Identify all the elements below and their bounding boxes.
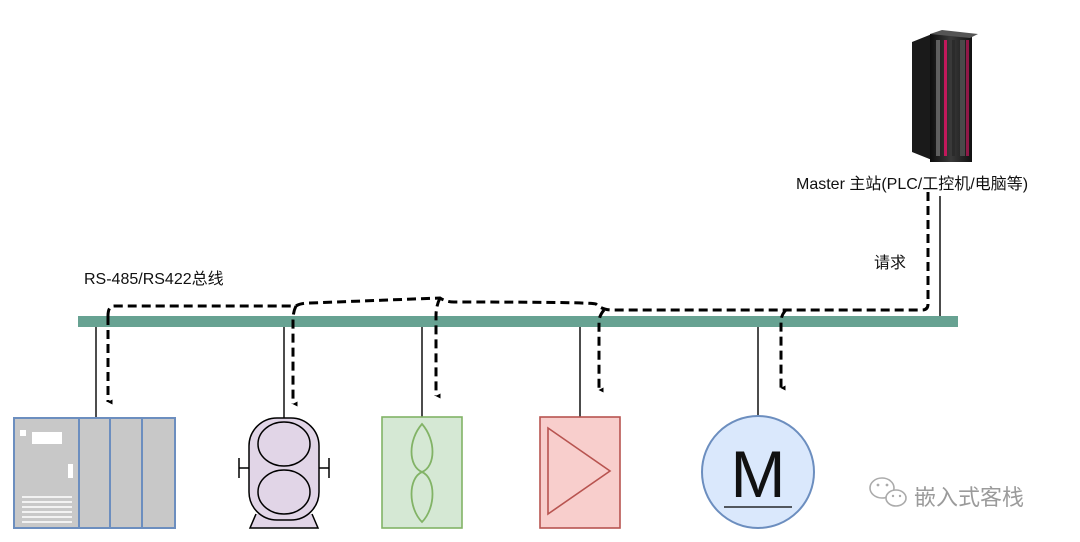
server-tower-icon xyxy=(912,30,978,162)
server-accent-stripe xyxy=(944,40,947,156)
bus-label: RS-485/RS422总线 xyxy=(84,270,224,288)
request-arrow-amplifier xyxy=(597,309,606,393)
watermark: 嵌入式客栈 xyxy=(869,477,1024,511)
amplifier-triangle-icon xyxy=(539,416,621,529)
fan-icon xyxy=(381,416,463,529)
rs485-bus xyxy=(78,316,958,327)
request-main-path xyxy=(106,192,930,317)
request-arrow-tank xyxy=(291,305,298,407)
master-label: Master 主站(PLC/工控机/电脑等) xyxy=(796,175,1028,193)
device-connections xyxy=(95,196,941,422)
pressure-tank-icon xyxy=(238,417,330,529)
plc-rack-icon xyxy=(13,417,176,529)
watermark-text: 嵌入式客栈 xyxy=(914,486,1024,511)
motor-icon: M xyxy=(701,415,815,529)
request-label: 请求 xyxy=(874,254,906,272)
request-flow xyxy=(106,192,930,407)
wechat-logo-icon xyxy=(869,477,907,507)
motor-letter: M xyxy=(731,437,786,511)
request-arrow-fan xyxy=(434,297,442,399)
request-arrow-motor xyxy=(779,308,788,391)
